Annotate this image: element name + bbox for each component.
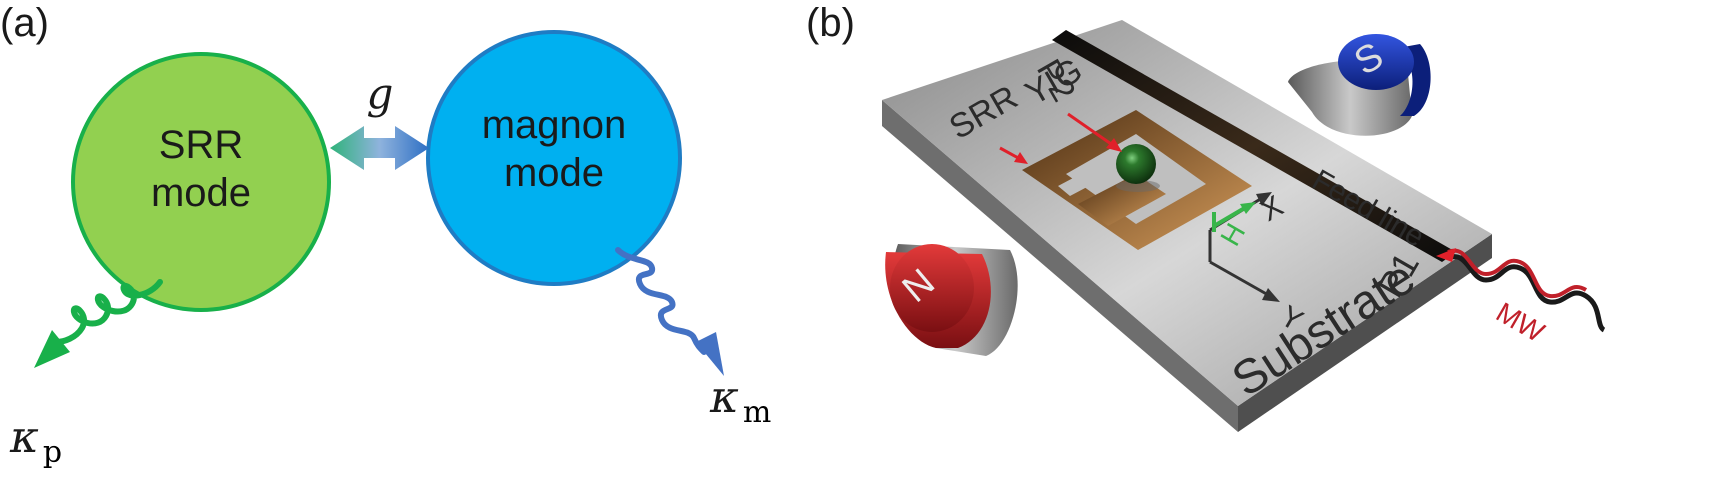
magnon-decay-arrowhead xyxy=(696,332,724,376)
magnon-decay-wave xyxy=(615,247,707,355)
panel-a-label: (a) xyxy=(0,1,49,45)
south-magnet-cap-body xyxy=(1398,44,1431,116)
y-axis-head xyxy=(1262,288,1280,302)
srr-mode-circle xyxy=(71,52,331,312)
microwave-arrowhead xyxy=(1436,248,1456,262)
srr-decay-symbol: κ xyxy=(9,412,39,463)
north-magnet: N xyxy=(885,244,1018,356)
coupling-label: g xyxy=(367,69,394,118)
north-magnet-face xyxy=(890,244,974,332)
substrate-front-right-edge xyxy=(1238,234,1492,432)
srr-gap xyxy=(1058,168,1104,196)
y-axis-line-2 xyxy=(1209,260,1271,298)
microwave-label: MW xyxy=(1491,296,1550,348)
substrate-front-left-edge xyxy=(882,100,1238,432)
microwave-wave xyxy=(1447,248,1588,299)
field-arrow-head xyxy=(1240,202,1256,214)
yig-pointer-arrow xyxy=(1067,112,1115,148)
microwave-wave-shadow xyxy=(1447,254,1606,333)
srr-decay-arrowhead xyxy=(34,330,70,368)
south-magnet: S xyxy=(1288,34,1431,136)
x-axis-head xyxy=(1256,192,1272,206)
coupling-double-arrow xyxy=(330,126,429,170)
srr-mode-line2: mode xyxy=(151,171,251,215)
srr-mode-node: SRR mode xyxy=(71,52,331,312)
yig-sphere-shadow xyxy=(1116,180,1160,192)
magnon-decay-subscript: m xyxy=(743,395,771,430)
srr-mode-line1: SRR xyxy=(159,123,243,167)
panel-b: (b) SRR YIG xyxy=(806,1,1606,432)
srr-decay-wave xyxy=(53,279,163,345)
feed-line xyxy=(1052,30,1456,262)
magnon-mode-node: magnon mode xyxy=(426,30,682,286)
magnon-mode-circle xyxy=(426,30,682,286)
magnon-mode-line2: mode xyxy=(504,151,604,195)
yig-sphere xyxy=(1116,144,1160,192)
srr-pointer-head xyxy=(1014,152,1028,164)
panel-b-label: (b) xyxy=(806,1,855,45)
magnon-mode-line1: magnon xyxy=(482,103,627,147)
yig-sphere-body xyxy=(1116,144,1156,184)
yig-pointer-head xyxy=(1106,138,1122,152)
srr-decay-subscript: p xyxy=(43,435,62,470)
magnon-decay-symbol: κ xyxy=(709,372,739,423)
field-arrow-line xyxy=(1212,204,1250,228)
south-magnet-cap xyxy=(1338,34,1414,90)
